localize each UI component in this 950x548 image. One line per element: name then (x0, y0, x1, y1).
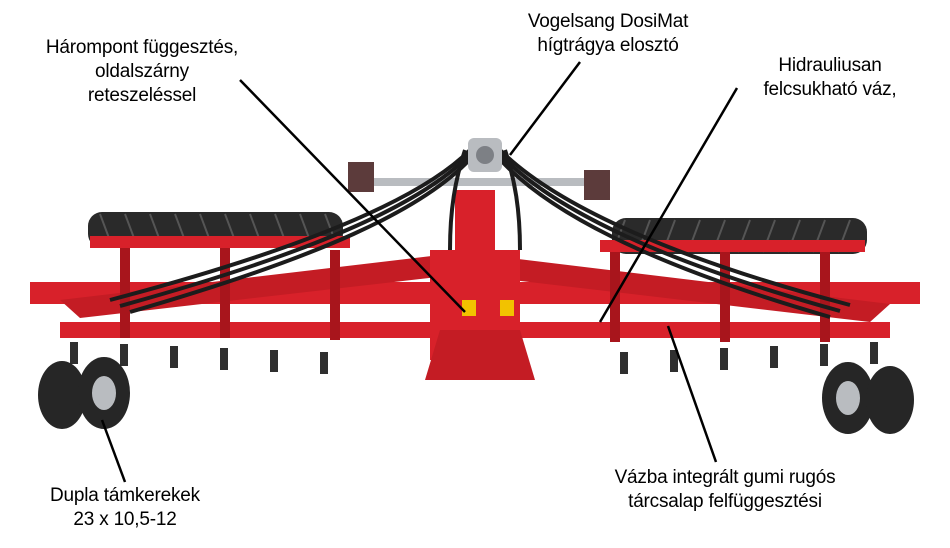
callout-text-line: 23 x 10,5-12 (73, 509, 177, 530)
callout-text-line: Hidrauliusan (778, 55, 882, 76)
callout-text-line: Dupla támkerekek (50, 485, 200, 506)
callout-distributor: Vogelsang DosiMat hígtrágya elosztó (488, 10, 728, 58)
leader-line-vazba (666, 325, 718, 463)
callout-text-line: hígtrágya elosztó (537, 35, 679, 56)
distributor-head (468, 138, 502, 172)
callout-text-line: reteszeléssel (87, 85, 197, 106)
disc-row (70, 342, 878, 374)
leader-line-harompont (239, 79, 466, 313)
three-point-hitch (425, 300, 535, 380)
callout-disc-suspension: Vázba integrált gumi rugós tárcsalap fel… (580, 466, 870, 514)
callout-text-line: oldalszárny (95, 61, 189, 82)
callout-text-line: Vogelsang DosiMat (527, 11, 689, 32)
leader-line-hidraul (598, 87, 739, 323)
rear-light-bar (348, 162, 610, 200)
support-wheels-right (822, 362, 914, 434)
callout-folding-frame: Hidrauliusan felcsukható váz, (745, 54, 915, 102)
callout-three-point-hitch: Hárompont függesztés, oldalszárny retesz… (22, 36, 262, 108)
callout-lines (100, 61, 739, 483)
support-wheels-left (38, 357, 130, 429)
leader-line-dupla (100, 419, 127, 483)
leader-line-vogelsang (509, 61, 581, 156)
callout-text-line: Hárompont függesztés, (45, 37, 239, 58)
callout-text-line: felcsukható váz, (763, 79, 897, 100)
callout-support-wheels: Dupla támkerekek 23 x 10,5-12 (20, 484, 230, 532)
callout-text-line: tárcsalap felfüggesztési (628, 491, 822, 512)
callout-text-line: Vázba integrált gumi rugós (614, 467, 836, 488)
hose-bundles (109, 148, 851, 319)
